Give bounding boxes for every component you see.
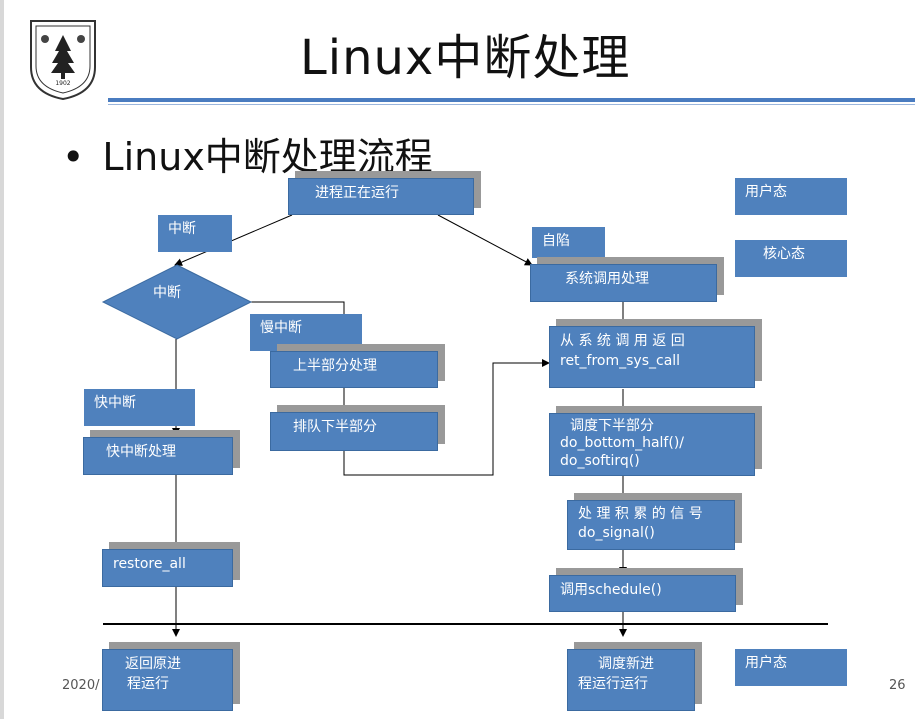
decision-label: 中断 bbox=[153, 285, 181, 301]
label-interrupt: 中断 bbox=[158, 215, 232, 252]
node-syscall-handling: 系统调用处理 bbox=[530, 264, 717, 302]
slide-left-edge bbox=[0, 0, 4, 719]
line-queue-to-return bbox=[343, 359, 550, 476]
node-fast-handler: 快中断处理 bbox=[83, 437, 233, 475]
legend-kernel-mode: 核心态 bbox=[735, 240, 847, 277]
arrow-to-syscall bbox=[437, 214, 533, 266]
legend-user-mode-bottom: 用户态 bbox=[735, 649, 847, 686]
interrupt-decision-diamond bbox=[101, 264, 253, 340]
page-title: Linux中断处理 bbox=[300, 30, 631, 86]
bullet-dot-icon: • bbox=[62, 135, 85, 179]
page-number: 26 bbox=[889, 678, 906, 693]
svg-text:1902: 1902 bbox=[55, 80, 70, 87]
university-logo-icon: 1902 bbox=[30, 20, 96, 101]
node-queue-bottom-half: 排队下半部分 bbox=[270, 412, 438, 451]
label-fast-interrupt: 快中断 bbox=[84, 389, 195, 426]
node-new-process: 调度新进 程运行运行 bbox=[567, 649, 695, 711]
node-restore-all: restore_all bbox=[102, 549, 233, 587]
node-return-original: 返回原进 程运行 bbox=[102, 649, 233, 711]
node-do-bottom-half: 调度下半部分 do_bottom_half()/ do_softirq() bbox=[549, 413, 755, 476]
title-divider bbox=[108, 98, 915, 102]
node-schedule: 调用schedule() bbox=[549, 575, 736, 612]
bullet-text: Linux中断处理流程 bbox=[102, 135, 433, 179]
legend-user-mode: 用户态 bbox=[735, 178, 847, 215]
node-process-running: 进程正在运行 bbox=[288, 178, 474, 215]
node-ret-from-sys-call: 从 系 统 调 用 返 回 ret_from_sys_call bbox=[549, 326, 755, 388]
label-slow-interrupt: 慢中断 bbox=[250, 314, 362, 351]
footer-date: 2020/ bbox=[62, 678, 100, 693]
node-top-half: 上半部分处理 bbox=[270, 351, 438, 388]
arrow-to-interrupt bbox=[174, 214, 293, 266]
bullet-heading: • Linux中断处理流程 bbox=[62, 126, 433, 181]
title-divider-thin bbox=[108, 104, 915, 105]
label-trap: 自陷 bbox=[532, 227, 605, 258]
node-do-signal: 处 理 积 累 的 信 号 do_signal() bbox=[567, 500, 735, 550]
